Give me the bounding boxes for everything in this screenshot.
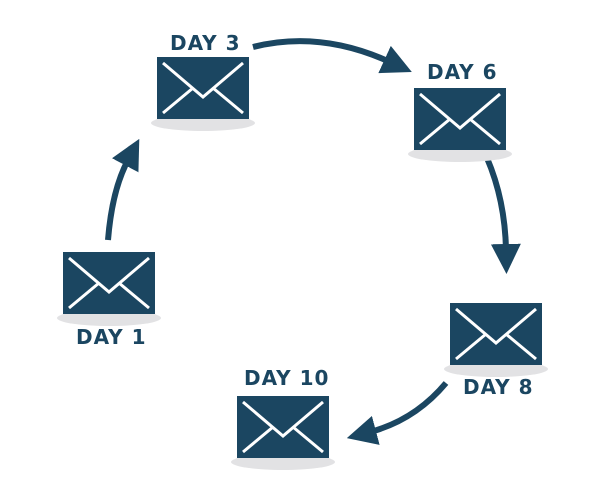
envelope-icon bbox=[151, 57, 255, 131]
arrow-day1-to-day3 bbox=[105, 138, 140, 241]
arrow-day6-to-day8 bbox=[484, 156, 521, 274]
envelope-icon bbox=[444, 303, 548, 377]
envelope-icon bbox=[408, 88, 512, 162]
step-label-day-6: DAY 6 bbox=[427, 60, 498, 84]
step-label-day-3: DAY 3 bbox=[170, 31, 241, 55]
envelope-icon bbox=[57, 252, 161, 326]
arrow-day8-to-day10 bbox=[346, 381, 449, 445]
step-label-day-10: DAY 10 bbox=[244, 366, 330, 390]
arrow-day3-to-day6 bbox=[252, 38, 412, 74]
step-label-day-1: DAY 1 bbox=[76, 325, 147, 349]
step-label-day-8: DAY 8 bbox=[463, 375, 534, 399]
envelope-icon bbox=[231, 396, 335, 470]
